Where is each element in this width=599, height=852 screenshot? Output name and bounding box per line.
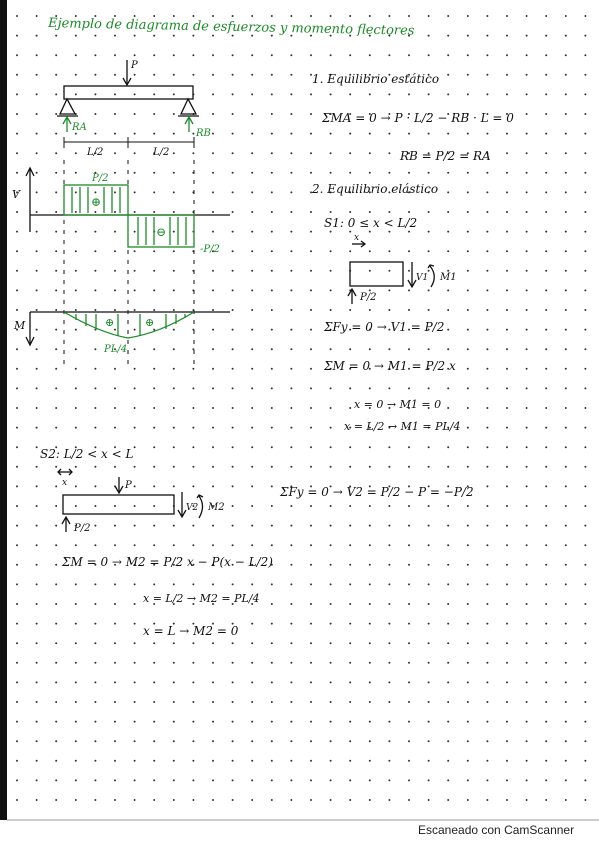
section2-range: S1: 0 ≤ x < L/2 <box>324 216 417 230</box>
moment-sign-right: ⊕ <box>145 316 154 329</box>
fbd1-beam <box>349 261 404 287</box>
section3-eval1: x = L/2 → M2 = PL/4 <box>143 592 260 605</box>
fbd2-v-label: V2 <box>186 503 198 513</box>
section1-eq2: RB = P/2 = RA <box>399 149 491 163</box>
fbd1-x-label: x <box>354 233 359 243</box>
section3-range: S2: L/2 < x < L <box>40 447 133 461</box>
moment-max-label: PL/4 <box>103 344 127 355</box>
fbd2-beam <box>62 494 175 515</box>
section1-heading: 1. Equilibrio estático <box>312 72 439 86</box>
fbd1-m-label: M1 <box>439 272 457 283</box>
moment-sign-left: ⊕ <box>105 316 114 329</box>
fbd2-reaction: P/2 <box>73 523 90 534</box>
fbd1-reaction: P/2 <box>359 292 376 303</box>
section3-eval2: x = L → M2 = 0 <box>143 624 239 638</box>
shear-positive-sign: ⊕ <box>91 195 101 209</box>
reaction-left-label: RA <box>71 122 87 133</box>
span-right-label: L/2 <box>152 147 169 158</box>
span-left-label: L/2 <box>86 147 103 158</box>
load-label: P <box>130 60 138 71</box>
support-left <box>58 97 77 115</box>
section3-eq-fy: ΣFy = 0 → V2 = P/2 − P = −P/2 <box>279 485 474 499</box>
section1-eq1: ΣMA = 0 → P · L/2 − RB · L = 0 <box>321 111 514 125</box>
load-arrowhead <box>122 77 132 87</box>
fbd1-v-label: V1 <box>416 273 428 283</box>
shear-negative-sign: ⊖ <box>156 225 166 239</box>
section2-eq-fy: ΣFy = 0 → V1 = P/2 <box>323 320 444 334</box>
fbd2-m-label: M2 <box>207 502 225 513</box>
shear-top-label: P/2 <box>91 173 108 184</box>
camscanner-watermark: Escaneado con CamScanner <box>418 823 575 837</box>
section2-heading: 2. Equilibrio elástico <box>311 182 438 196</box>
fbd2-load: P <box>124 480 132 491</box>
moment-curve <box>63 311 195 339</box>
shear-axis-label: V <box>12 188 21 201</box>
section2-eval1: x = 0 → M1 = 0 <box>354 398 441 411</box>
reaction-right-label: RB <box>195 128 211 139</box>
section3-eq-m: ΣM = 0 → M2 = P/2 x − P(x − L/2) <box>61 555 273 569</box>
beam-diagram <box>57 60 199 117</box>
section2-eval2: x = L/2 → M1 = PL/4 <box>344 420 461 433</box>
beam <box>63 85 194 100</box>
moment-axis-label: M <box>13 319 26 332</box>
section2-eq-m: ΣM = 0 → M1 = P/2 x <box>323 359 456 373</box>
dot-grid <box>16 15 587 801</box>
support-right <box>179 97 198 115</box>
shear-bottom-label: -P/2 <box>200 244 220 255</box>
fbd2-x-label: x <box>62 478 67 488</box>
page-left-edge <box>0 0 7 820</box>
page-title: Ejemplo de diagrama de esfuerzos y momen… <box>47 16 415 39</box>
